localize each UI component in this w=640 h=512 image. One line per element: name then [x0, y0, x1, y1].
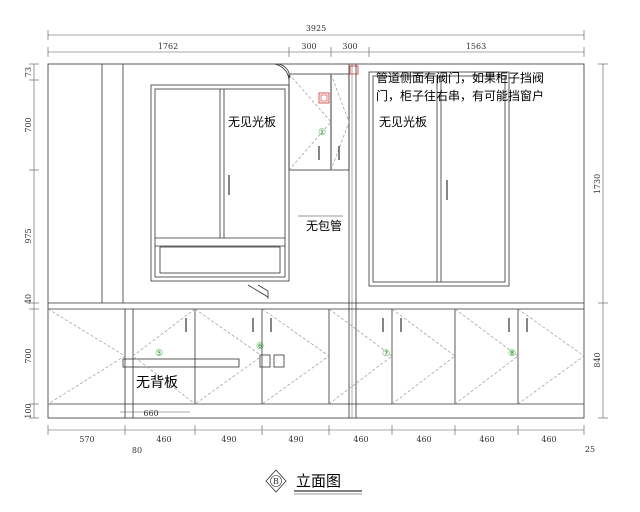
dim-right-1: 1730	[593, 174, 602, 194]
dim-left-2: 700	[24, 117, 33, 132]
dim-left-3: 975	[24, 228, 33, 243]
dim-right-2: 840	[593, 352, 602, 367]
dim-overall: 3925	[306, 24, 326, 33]
cabinet-number-8: ⑧	[508, 349, 516, 359]
no-light-panel-right: 无见光板	[379, 115, 427, 129]
pipe-valve-note-line2: 门，柜子往右串，有可能挡窗户	[376, 88, 544, 103]
dim-bottom-6: 460	[416, 435, 431, 444]
no-light-panel-left: 无见光板	[228, 115, 276, 129]
dim-bottom-3: 490	[221, 435, 236, 444]
dim-bottom-5: 460	[353, 435, 368, 444]
dim-left-1: 73	[24, 67, 33, 77]
wall-frame	[47, 63, 585, 419]
outer-frame	[47, 63, 585, 419]
dim-top-1: 1762	[158, 42, 178, 51]
base-cabinets	[122, 284, 528, 418]
dim-left-4: 40	[24, 294, 33, 304]
title-text: 立面图	[296, 472, 341, 490]
dim-bottom-25: 25	[585, 445, 595, 454]
dim-bottom-80: 80	[132, 446, 142, 455]
pipe-valve-note-line1: 管道侧面有阀门，如果柜子挡阀	[376, 70, 544, 85]
dim-top-3: 300	[342, 42, 357, 51]
dim-left-5: 700	[24, 348, 33, 363]
dim-left-6: 100	[24, 403, 33, 418]
cabinet-number-6: ⑥	[256, 342, 264, 352]
dimension-lines	[29, 30, 608, 435]
dim-bottom-1: 570	[79, 435, 94, 444]
cabinet-number-7: ⑦	[382, 349, 390, 359]
dim-bottom-4: 490	[288, 435, 303, 444]
dim-bottom-2: 460	[156, 435, 171, 444]
title-badge-icon	[265, 469, 287, 493]
cabinet-number-5: ⑤	[155, 349, 163, 359]
cabinet-number-1: ①	[318, 128, 326, 138]
no-pipe-wrap: 无包管	[306, 218, 342, 233]
upper-cabinet-1: ①	[288, 73, 350, 171]
valve-icon	[349, 65, 359, 75]
left-window	[150, 84, 290, 282]
dim-660: 660	[143, 409, 158, 418]
dim-top-4: 1563	[466, 42, 486, 51]
dim-bottom-8: 460	[541, 435, 556, 444]
no-back-panel: 无背板	[136, 375, 178, 391]
door-swing-lines	[47, 308, 585, 405]
right-window	[368, 71, 510, 287]
valve-box-icon	[318, 92, 330, 104]
dim-top-2: 300	[301, 42, 316, 51]
title-badge-letter: B	[273, 477, 279, 486]
dim-bottom-7: 460	[479, 435, 494, 444]
drawing-title: B 立面图	[265, 469, 362, 495]
pipe-column	[348, 64, 359, 418]
